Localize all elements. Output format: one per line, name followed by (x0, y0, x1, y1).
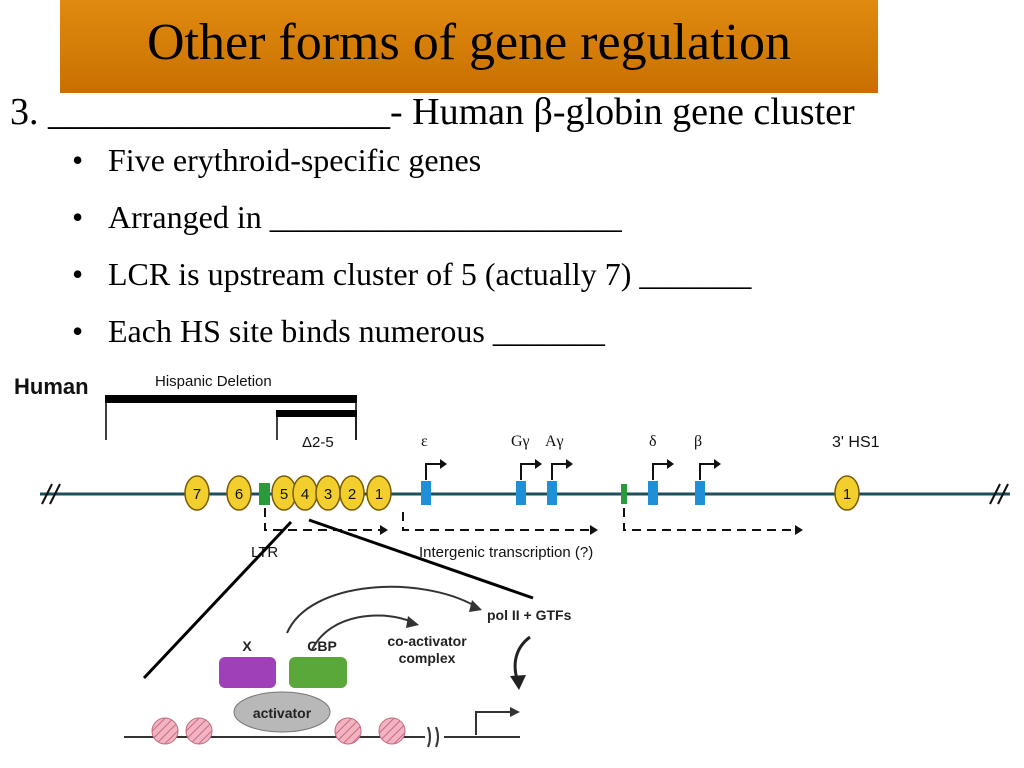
hs-site-3prime: 1 (834, 475, 860, 511)
ltr-element (259, 483, 270, 505)
bullet-item: Arranged in ______________________ (68, 195, 751, 252)
hs-site-1: 1 (366, 475, 392, 511)
gene-delta (648, 459, 674, 505)
svg-text:6: 6 (235, 486, 243, 503)
delta-2-5-bracket (276, 410, 357, 440)
bullet-item: Each HS site binds numerous _______ (68, 309, 751, 366)
hs-site-6: 6 (226, 475, 252, 511)
hs-site-3: 3 (315, 475, 341, 511)
delta-transcription-arrow (623, 508, 803, 535)
cbp-protein (289, 657, 347, 688)
activator-label: activator (253, 705, 312, 721)
svg-text:4: 4 (301, 486, 309, 503)
gene-label-epsilon: ε (421, 433, 428, 450)
gene-a-gamma (547, 459, 573, 505)
gene-label-beta: β (694, 433, 702, 450)
curved-arrow-to-coactivator (311, 614, 419, 651)
gene-label-delta: δ (649, 433, 657, 450)
ltr-element-3prime (621, 484, 627, 504)
svg-text:7: 7 (193, 486, 201, 503)
slide-title: Other forms of gene regulation (146, 14, 791, 71)
gene-g-gamma (516, 459, 542, 505)
svg-text:5: 5 (280, 486, 288, 503)
nucleosome-group (151, 717, 406, 745)
polymerase-label: pol II + GTFs (487, 607, 572, 623)
curved-arrow-to-polymerase (286, 585, 482, 634)
title-bar: Other forms of gene regulation (60, 0, 878, 93)
bullet-item: Five erythroid-specific genes (68, 138, 751, 195)
coactivator-label-part: co-activator (387, 633, 467, 649)
zoom-line-right (308, 518, 534, 600)
zoom-line-left (142, 520, 293, 680)
x-label: X (242, 638, 252, 654)
species-label: Human (14, 374, 89, 399)
bullet-item: LCR is upstream cluster of 5 (actually 7… (68, 252, 751, 309)
hs-site-7: 7 (184, 475, 210, 511)
hs-site-4: 4 (292, 475, 318, 511)
gene-label-g-gamma: Gγ (511, 433, 530, 450)
activator-protein (233, 691, 331, 733)
gene-beta (695, 459, 721, 505)
delta-2-5-label: Δ2-5 (302, 434, 334, 451)
svg-text:1: 1 (375, 486, 383, 503)
hs-site-2: 2 (339, 475, 365, 511)
dna-strand (124, 726, 520, 748)
transcription-start-arrow (475, 707, 520, 735)
intergenic-transcription-label: Intergenic transcription (?) (419, 544, 593, 561)
hs1-3prime-label: 3' HS1 (832, 434, 880, 451)
section-heading: 3. __________________- Human β-globin ge… (10, 91, 855, 133)
bullet-list: Five erythroid-specific genes Arranged i… (68, 138, 751, 366)
svg-text:2: 2 (348, 486, 356, 503)
gene-epsilon (421, 459, 447, 505)
svg-text:1: 1 (843, 486, 851, 503)
arrow-down-to-promoter (510, 635, 531, 690)
hispanic-deletion-label: Hispanic Deletion (155, 373, 272, 390)
gene-label-a-gamma: Aγ (545, 433, 564, 450)
svg-text:3: 3 (324, 486, 332, 503)
coactivator-label-part: complex (399, 650, 456, 666)
x-protein (219, 657, 276, 688)
intergenic-transcription-arrow (402, 512, 598, 535)
cbp-label: CBP (307, 638, 337, 654)
